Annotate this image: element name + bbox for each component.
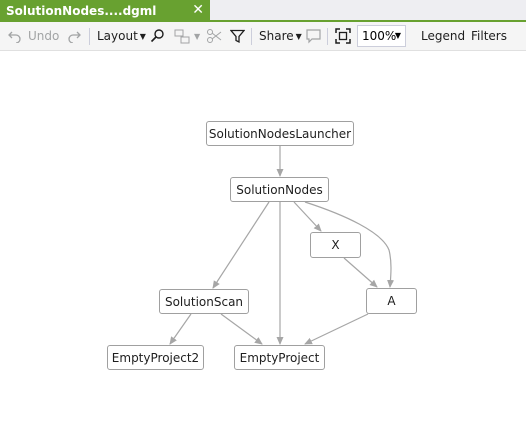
zoom-fit-icon — [335, 28, 351, 44]
edge-solutionnodes-a — [304, 201, 395, 288]
chevron-down-icon: ▼ — [394, 31, 401, 40]
node-label: EmptyProject2 — [111, 350, 200, 365]
edge-solutionscan-emptyproject2 — [169, 313, 192, 345]
zoom-to-fit-button[interactable] — [335, 22, 351, 50]
toolbar-separator — [327, 28, 328, 45]
node-a[interactable]: A — [366, 288, 417, 314]
find-button[interactable] — [150, 22, 166, 50]
chevron-down-icon: ▼ — [295, 31, 302, 41]
undo-label: Undo — [28, 29, 60, 43]
redo-icon — [68, 31, 81, 43]
toolbar-separator — [89, 28, 90, 45]
layout-label: Layout — [97, 29, 138, 43]
filter-button[interactable] — [230, 22, 245, 50]
toolbar-separator — [251, 28, 252, 45]
edge-solutionnodes-x — [293, 201, 322, 232]
select-nodes-icon — [174, 29, 190, 44]
share-label: Share — [259, 29, 294, 43]
legend-label: Legend — [421, 29, 466, 43]
node-solutionscan[interactable]: SolutionScan — [159, 289, 249, 314]
chevron-down-icon: ▼ — [139, 31, 146, 41]
cut-button[interactable] — [206, 22, 222, 50]
select-related-button[interactable]: ▼ — [174, 22, 200, 50]
node-solutionnodeslauncher[interactable]: SolutionNodesLauncher — [206, 121, 354, 146]
node-label: EmptyProject — [239, 350, 320, 365]
layout-dropdown[interactable]: Layout ▼ — [97, 22, 146, 50]
chevron-down-icon: ▼ — [194, 31, 201, 41]
share-dropdown[interactable]: Share ▼ — [259, 22, 302, 50]
comment-button[interactable] — [305, 22, 322, 50]
filters-label: Filters — [471, 29, 507, 43]
toolbar: Undo Layout ▼ ▼ Share — [0, 22, 526, 51]
edge-solutionscan-emptyproject — [220, 313, 263, 345]
node-label: SolutionNodes — [236, 182, 323, 197]
document-tab-bar: SolutionNodes....dgml [Viewer] ✕ — [0, 0, 526, 40]
zoom-combobox[interactable]: 100% ▼ — [357, 25, 406, 47]
node-solutionnodes[interactable]: SolutionNodes — [230, 177, 329, 202]
comment-icon — [306, 29, 321, 44]
node-label: SolutionNodesLauncher — [208, 126, 352, 141]
filters-button[interactable]: Filters — [471, 22, 507, 50]
edge-x-a — [343, 257, 378, 288]
node-label: A — [387, 294, 396, 308]
undo-button[interactable]: Undo — [8, 22, 59, 50]
scissors-icon — [207, 29, 222, 43]
node-label: SolutionScan — [164, 294, 244, 309]
find-icon — [150, 29, 164, 43]
node-x[interactable]: X — [310, 232, 361, 258]
node-emptyproject2[interactable]: EmptyProject2 — [107, 345, 204, 370]
node-emptyproject[interactable]: EmptyProject — [234, 345, 325, 370]
edge-solutionnodes-solutionscan — [212, 201, 270, 289]
edge-a-emptyproject — [304, 313, 369, 345]
zoom-value: 100% — [362, 29, 397, 43]
filter-icon — [230, 29, 245, 43]
node-label: X — [331, 238, 340, 252]
legend-button[interactable]: Legend — [421, 22, 465, 50]
undo-icon — [8, 31, 21, 43]
redo-button[interactable] — [67, 22, 81, 50]
close-icon[interactable]: ✕ — [192, 2, 204, 18]
